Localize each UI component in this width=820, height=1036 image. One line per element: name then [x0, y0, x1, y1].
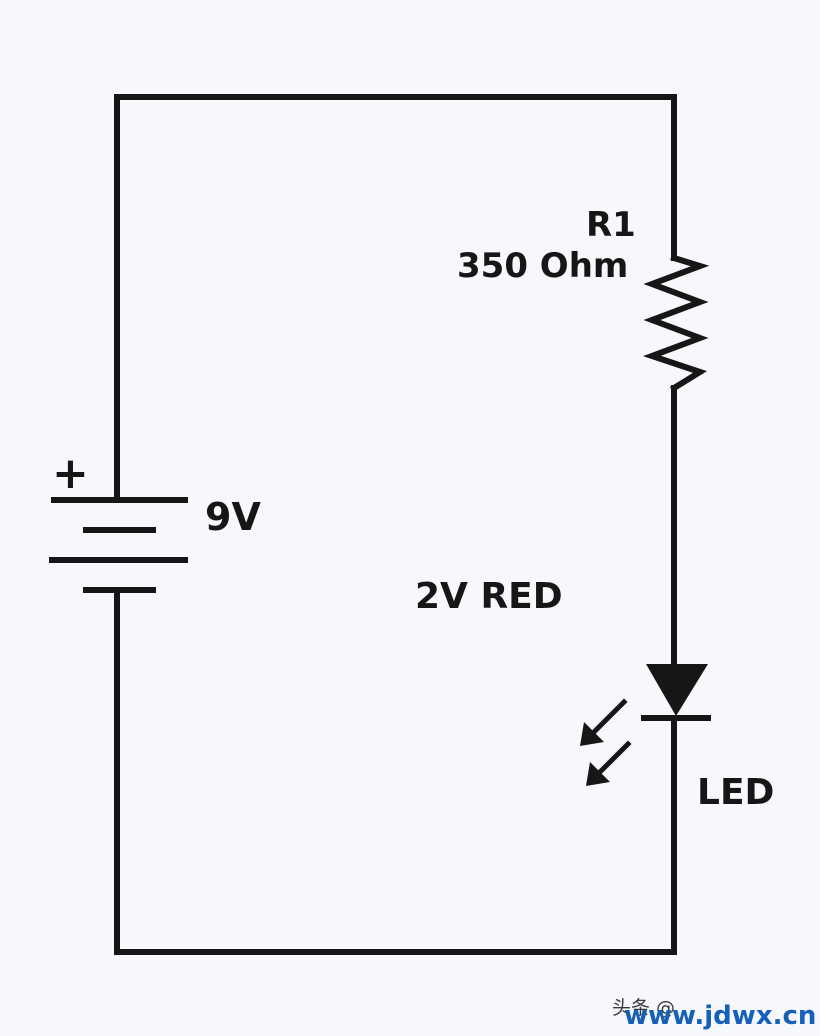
led-arrow-2-shaft — [594, 740, 632, 778]
led-diode-triangle — [646, 664, 708, 716]
led-arrow-1-shaft — [588, 698, 628, 738]
circuit-wires — [114, 94, 677, 955]
wire-left-upper — [114, 94, 677, 503]
resistor-name-label: R1 — [586, 205, 636, 245]
wire-bottom — [114, 587, 677, 955]
led-arrow-1-head — [580, 722, 604, 746]
battery-voltage-label: 9V — [205, 495, 261, 539]
led-type-label: LED — [697, 772, 774, 813]
watermark: 头条 @ www.jdwx.cn — [612, 997, 816, 1031]
led-symbol — [580, 664, 711, 786]
led-spec-label: 2V RED — [415, 576, 563, 617]
led-arrow-2-head — [586, 762, 610, 786]
battery-plus-sign: + — [52, 448, 89, 499]
watermark-source-text: 头条 @ — [612, 997, 675, 1019]
resistor-value-label: 350 Ohm — [457, 246, 628, 286]
watermark-url-text: www.jdwx.cn — [624, 1001, 816, 1031]
led-light-arrows — [580, 698, 632, 786]
resistor-symbol — [643, 254, 710, 393]
battery-symbol — [49, 497, 188, 593]
